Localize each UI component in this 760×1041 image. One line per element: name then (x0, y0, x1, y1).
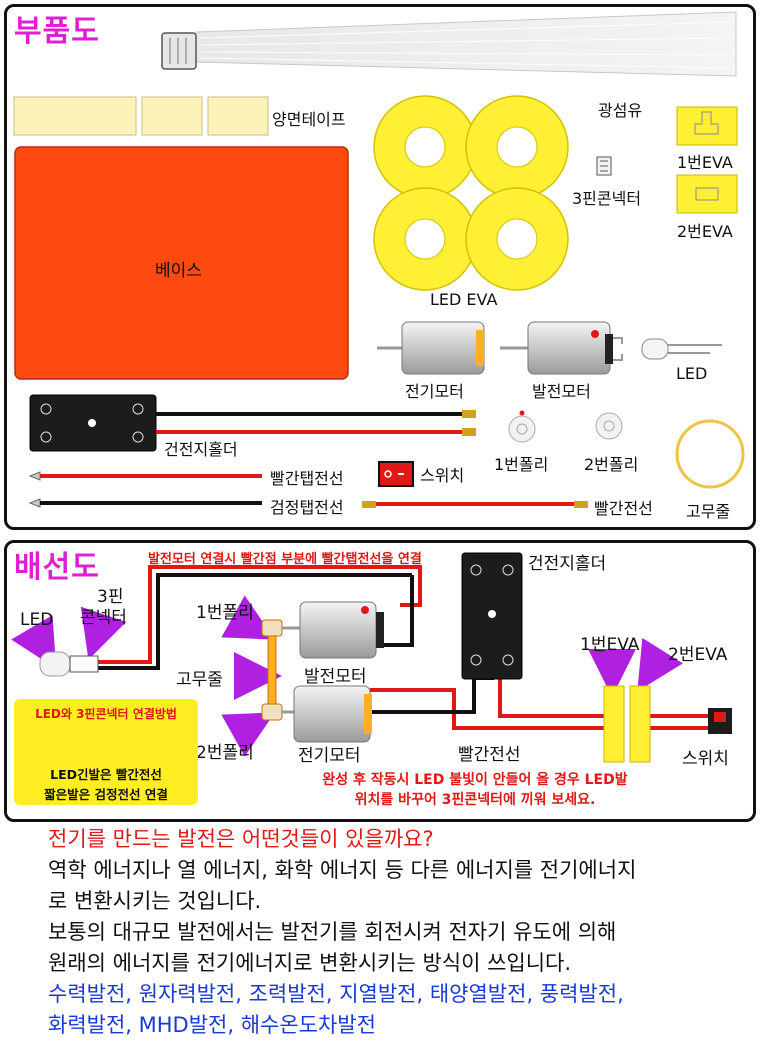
wiring-motor-label: 전기모터 (298, 746, 361, 766)
wiring-title: 배선도 (14, 550, 100, 585)
eva2-icon (676, 174, 738, 214)
wiring-top-note: 발전모터 연결시 빨간점 부분에 빨간탭전선을 연결 (148, 552, 422, 567)
eva1-label: 1번EVA (677, 153, 733, 172)
bottom-note-line2: 위치를 바꾸어 3핀콘넥터에 끼워 보세요. (354, 792, 596, 808)
info-line3: 보통의 대규모 발전에서는 발전기를 회전시켜 전자기 유도에 의해 (48, 920, 617, 944)
battery-holder-label: 건전지홀더 (164, 440, 238, 459)
red-wire-icon (362, 501, 588, 508)
wiring-led-label: LED (20, 610, 54, 630)
info-text: 전기를 만드는 발전은 어떤것들이 있을까요? 역학 에너지나 열 에너지, 화… (48, 824, 748, 1041)
info-types-line1: 수력발전, 원자력발전, 조력발전, 지열발전, 태양열발전, 풍력발전, (48, 982, 624, 1006)
method-box-body: LED긴발은 빨간전선 짧은발은 검정전선 연결 (14, 765, 198, 805)
pulley2-label: 2번폴리 (584, 455, 639, 474)
led-icon (641, 338, 722, 360)
wiring-led-icon (39, 651, 99, 677)
optical-fiber-label: 광섬유 (598, 101, 643, 120)
method-box-line2: 짧은발은 검정전선 연결 (44, 787, 168, 802)
pulley1-icon (508, 410, 536, 443)
led-eva-label: LED EVA (430, 290, 498, 309)
red-wire-label: 빨간전선 (594, 499, 653, 518)
wiring-battery-holder-icon (461, 552, 523, 680)
wiring-switch-icon (708, 708, 732, 734)
wiring-eva2-icon (629, 685, 651, 763)
rubber-band-icon (675, 419, 745, 489)
wiring-eva1-label: 1번EVA (580, 635, 640, 655)
wiring-connector-label-2: 콘넥터 (80, 608, 127, 628)
info-line4: 원래의 에너지를 전기에너지로 변환시키는 방식이 쓰입니다. (48, 951, 572, 975)
led-label: LED (676, 364, 708, 383)
red-tab-wire-icon (28, 471, 262, 481)
motor-label: 전기모터 (405, 382, 464, 401)
info-question: 전기를 만드는 발전은 어떤것들이 있을까요? (48, 827, 434, 851)
wiring-generator-icon (299, 601, 384, 659)
motor-icon (377, 321, 485, 375)
rubber-band-label: 고무줄 (686, 502, 731, 521)
wiring-eva2-label: 2번EVA (668, 645, 728, 665)
base-icon (14, 146, 349, 380)
pulley1-label: 1번폴리 (494, 455, 549, 474)
eva2-label: 2번EVA (677, 222, 733, 241)
optical-fiber-icon (161, 11, 737, 77)
wiring-pulley1-label: 1번폴리 (196, 603, 254, 623)
base-label: 베이스 (155, 261, 202, 281)
parts-title: 부품도 (14, 14, 100, 49)
wiring-bottom-note: 완성 후 작동시 LED 불빛이 안들어 올 경우 LED발 위치를 바꾸어 3… (270, 770, 680, 810)
generator-icon (500, 321, 623, 375)
pulley2-icon (595, 412, 623, 440)
double-tape-icon (13, 96, 269, 136)
battery-holder-icon (29, 394, 476, 452)
eva1-icon (676, 106, 738, 146)
wiring-rubber-band-label: 고무줄 (176, 670, 223, 690)
wiring-generator-label: 발전모터 (304, 667, 367, 687)
method-box-line1: LED긴발은 빨간전선 (50, 767, 162, 782)
info-line1: 역학 에너지나 열 에너지, 화학 에너지 등 다른 에너지를 전기에너지 (48, 858, 637, 882)
wiring-red-wire-label: 빨간전선 (458, 745, 521, 765)
wiring-pulley2-label: 2번폴리 (196, 743, 254, 763)
connector-label: 3핀콘넥터 (572, 189, 642, 208)
wiring-switch-label: 스위치 (682, 749, 729, 769)
switch-icon (378, 461, 414, 487)
wiring-motor-icon (293, 685, 372, 743)
wiring-battery-holder-label: 건전지홀더 (528, 554, 607, 574)
switch-label: 스위치 (420, 466, 465, 485)
black-tab-wire-label: 검정탭전선 (270, 498, 344, 517)
method-box-title: LED와 3핀콘넥터 연결방법 (35, 707, 177, 721)
wiring-eva1-icon (603, 685, 625, 763)
generator-label: 발전모터 (532, 382, 591, 401)
connector-icon (596, 156, 612, 176)
info-line2: 로 변환시키는 것입니다. (48, 889, 262, 913)
info-types-line2: 화력발전, MHD발전, 해수온도차발전 (48, 1013, 376, 1037)
black-tab-wire-icon (28, 498, 262, 508)
bottom-note-line1: 완성 후 작동시 LED 불빛이 안들어 올 경우 LED발 (322, 772, 628, 788)
double-tape-label: 양면테이프 (272, 110, 346, 129)
wiring-connector-label-1: 3핀 (97, 587, 124, 607)
led-connection-method-box: LED와 3핀콘넥터 연결방법 LED긴발은 빨간전선 짧은발은 검정전선 연결 (14, 699, 198, 805)
red-tab-wire-label: 빨간탭전선 (270, 469, 344, 488)
